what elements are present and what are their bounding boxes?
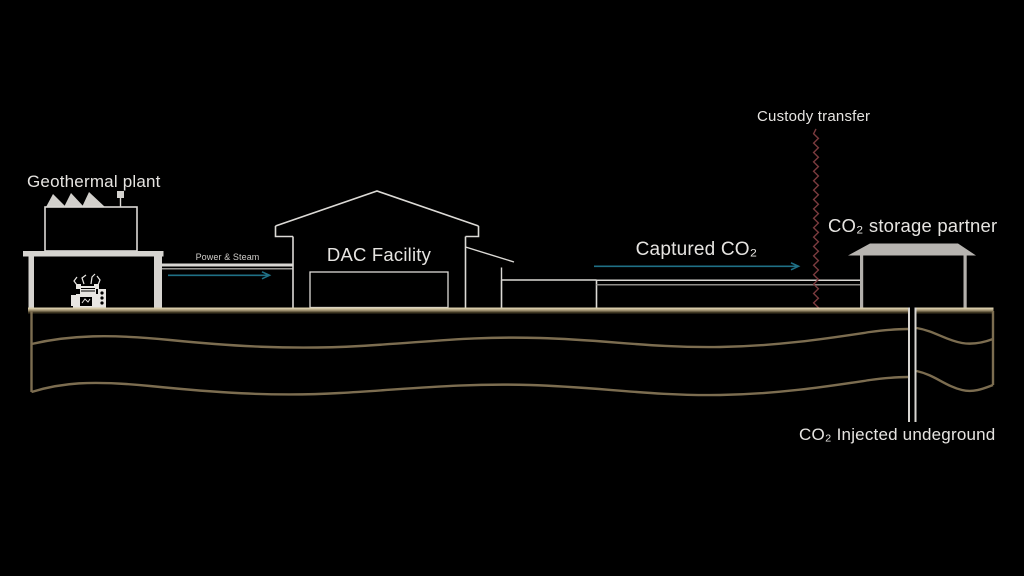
- storage-roof: [848, 243, 976, 256]
- power-steam-flow-arrow: [168, 271, 272, 280]
- antenna-icon: [117, 191, 124, 207]
- underground-strata: [30, 311, 995, 397]
- dac-roof: [275, 190, 479, 227]
- geothermal-slab: [23, 251, 164, 257]
- strata-line-1-right: [916, 326, 994, 345]
- captured-co2-flow-arrow: [594, 262, 801, 271]
- co2-storage-partner-label: CO₂ storage partner: [828, 215, 998, 236]
- geothermal-plant-building: [23, 191, 164, 309]
- dac-leanto-roof: [465, 246, 515, 263]
- power-steam-label: Power & Steam: [195, 252, 260, 262]
- strata-line-2-right: [916, 369, 994, 393]
- custody-transfer-line: [812, 128, 820, 313]
- dac-door: [309, 271, 449, 309]
- captured-co2-label: Captured CO₂: [635, 239, 758, 260]
- storage-partner-building: [848, 243, 976, 308]
- geothermal-hall: [44, 206, 138, 252]
- dac-walls: [292, 236, 467, 308]
- dac-facility-label: DAC Facility: [326, 244, 432, 265]
- custody-transfer-label: Custody transfer: [757, 108, 871, 125]
- geothermal-plant-label: Geothermal plant: [27, 172, 161, 191]
- capture-unit-box: [500, 279, 598, 308]
- storage-right-wall: [963, 255, 967, 308]
- storage-left-wall: [860, 255, 864, 308]
- generator-icon: [71, 273, 106, 309]
- injection-well: [908, 307, 917, 422]
- geothermal-right-wall: [154, 256, 162, 308]
- co2-pipeline: [596, 279, 860, 286]
- ground-surface: [28, 307, 994, 314]
- strata-line-1-left: [31, 327, 909, 349]
- strata-line-2-left: [31, 375, 909, 397]
- sawtooth-roof-icon: [46, 192, 105, 207]
- dac-facility-building: [274, 190, 598, 309]
- power-steam-duct: [162, 263, 293, 270]
- co2-injected-underground-label: CO₂ Injected undeground: [799, 425, 996, 444]
- dac-eaves: [274, 226, 480, 238]
- geothermal-left-wall: [28, 256, 34, 308]
